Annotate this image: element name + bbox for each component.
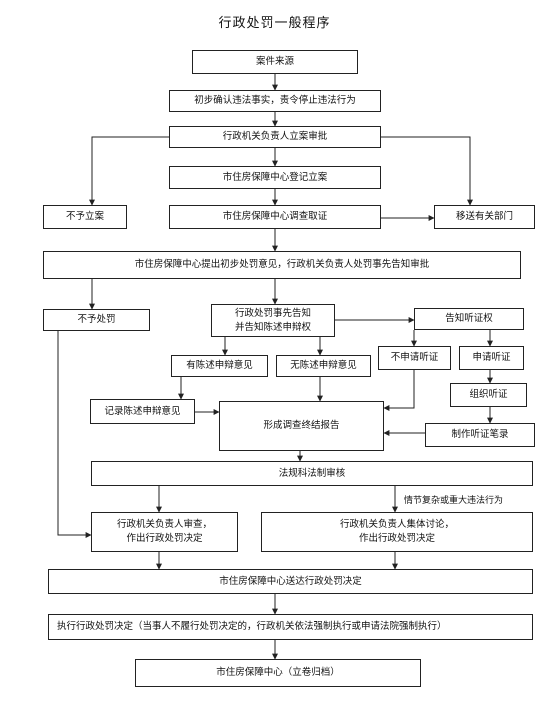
node-label-line2: 作出行政处罚决定 [358,533,435,544]
node-label: 行政机关负责人立案审批 [222,131,328,142]
node-notify: 行政处罚事先告知 并告知陈述申辩权 [211,304,335,337]
node-record-statement: 记录陈述申辩意见 [90,399,195,424]
node-label-line1: 行政机关负责人集体讨论， [339,519,454,530]
arrow-no-hearing-to-report [383,370,415,411]
node-label-line2: 作出行政处罚决定 [126,533,203,544]
node-approve-case: 行政机关负责人立案审批 [169,126,381,148]
node-has-statement: 有陈述申辩意见 [171,355,268,377]
node-label-line2: 并告知陈述申辩权 [234,321,311,333]
node-no-statement: 无陈述申辩意见 [276,355,371,377]
node-label: 案件来源 [255,56,294,67]
arrow-no-penalty-to-head [57,331,92,538]
node-label: 不予立案 [65,211,104,222]
node-transfer: 移送有关部门 [434,205,535,229]
node-label: 告知听证权 [445,313,493,324]
node-deliver: 市住房保障中心送达行政处罚决定 [48,569,533,594]
node-archive: 市住房保障中心（立卷归档） [135,659,421,687]
node-label: 组织听证 [469,389,508,400]
node-label: 不申请听证 [390,352,439,363]
node-label: 移送有关部门 [455,211,513,222]
node-preliminary: 初步确认违法事实，责令停止违法行为 [169,90,381,112]
node-no-penalty: 不予处罚 [43,309,150,331]
node-label: 市住房保障中心登记立案 [222,171,328,183]
node-label: 无陈述申辩意见 [290,360,357,371]
label-complex-case: 情节复杂或重大违法行为 [404,496,504,506]
node-label: 执行行政处罚决定（当事人不履行处罚决定的，行政机关依法强制执行或申请法院强制执行… [57,621,447,632]
node-label: 市住房保障中心提出初步处罚意见，行政机关负责人处罚事先告知审批 [134,259,430,270]
node-label: 有陈述申辩意见 [186,360,253,371]
node-label: 不予处罚 [77,314,116,325]
node-label: 初步确认违法事实，责令停止违法行为 [194,95,356,106]
node-legal-review: 法规科法制审核 [91,461,533,486]
node-investigate: 市住房保障中心调查取证 [169,205,381,229]
node-label: 形成调查终结报告 [263,420,340,431]
node-no-case: 不予立案 [43,205,127,229]
node-hearing-notice: 告知听证权 [414,308,524,330]
node-label: 市住房保障中心调查取证 [222,211,328,222]
node-register: 市住房保障中心登记立案 [169,166,381,189]
node-label: 法规科法制审核 [278,467,346,479]
arrow-approve-to-transfer [381,136,473,206]
arrow-approve-to-no-case [89,136,169,206]
node-final-report: 形成调查终结报告 [219,401,384,451]
node-label: 制作听证笔录 [451,429,509,440]
node-label: 申请听证 [472,352,511,363]
node-label: 市住房保障中心送达行政处罚决定 [219,575,362,587]
node-hearing-transcript: 制作听证笔录 [425,423,535,447]
node-execute: 执行行政处罚决定（当事人不履行处罚决定的，行政机关依法强制执行或申请法院强制执行… [48,614,533,640]
node-no-hearing: 不申请听证 [378,346,451,370]
node-collective-decision: 行政机关负责人集体讨论， 作出行政处罚决定 [261,512,533,552]
node-label-line1: 行政机关负责人审查， [116,519,212,530]
node-label: 记录陈述申辩意见 [104,405,181,417]
node-head-review: 行政机关负责人审查， 作出行政处罚决定 [91,512,238,552]
node-case-source: 案件来源 [192,50,358,74]
node-label-line1: 行政处罚事先告知 [234,307,311,319]
node-organize-hearing: 组织听证 [450,383,527,407]
page-title: 行政处罚一般程序 [218,16,331,31]
node-prelim-opinion: 市住房保障中心提出初步处罚意见，行政机关负责人处罚事先告知审批 [43,251,521,279]
node-apply-hearing: 申请听证 [459,346,524,370]
node-label: 市住房保障中心（立卷归档） [216,667,340,678]
